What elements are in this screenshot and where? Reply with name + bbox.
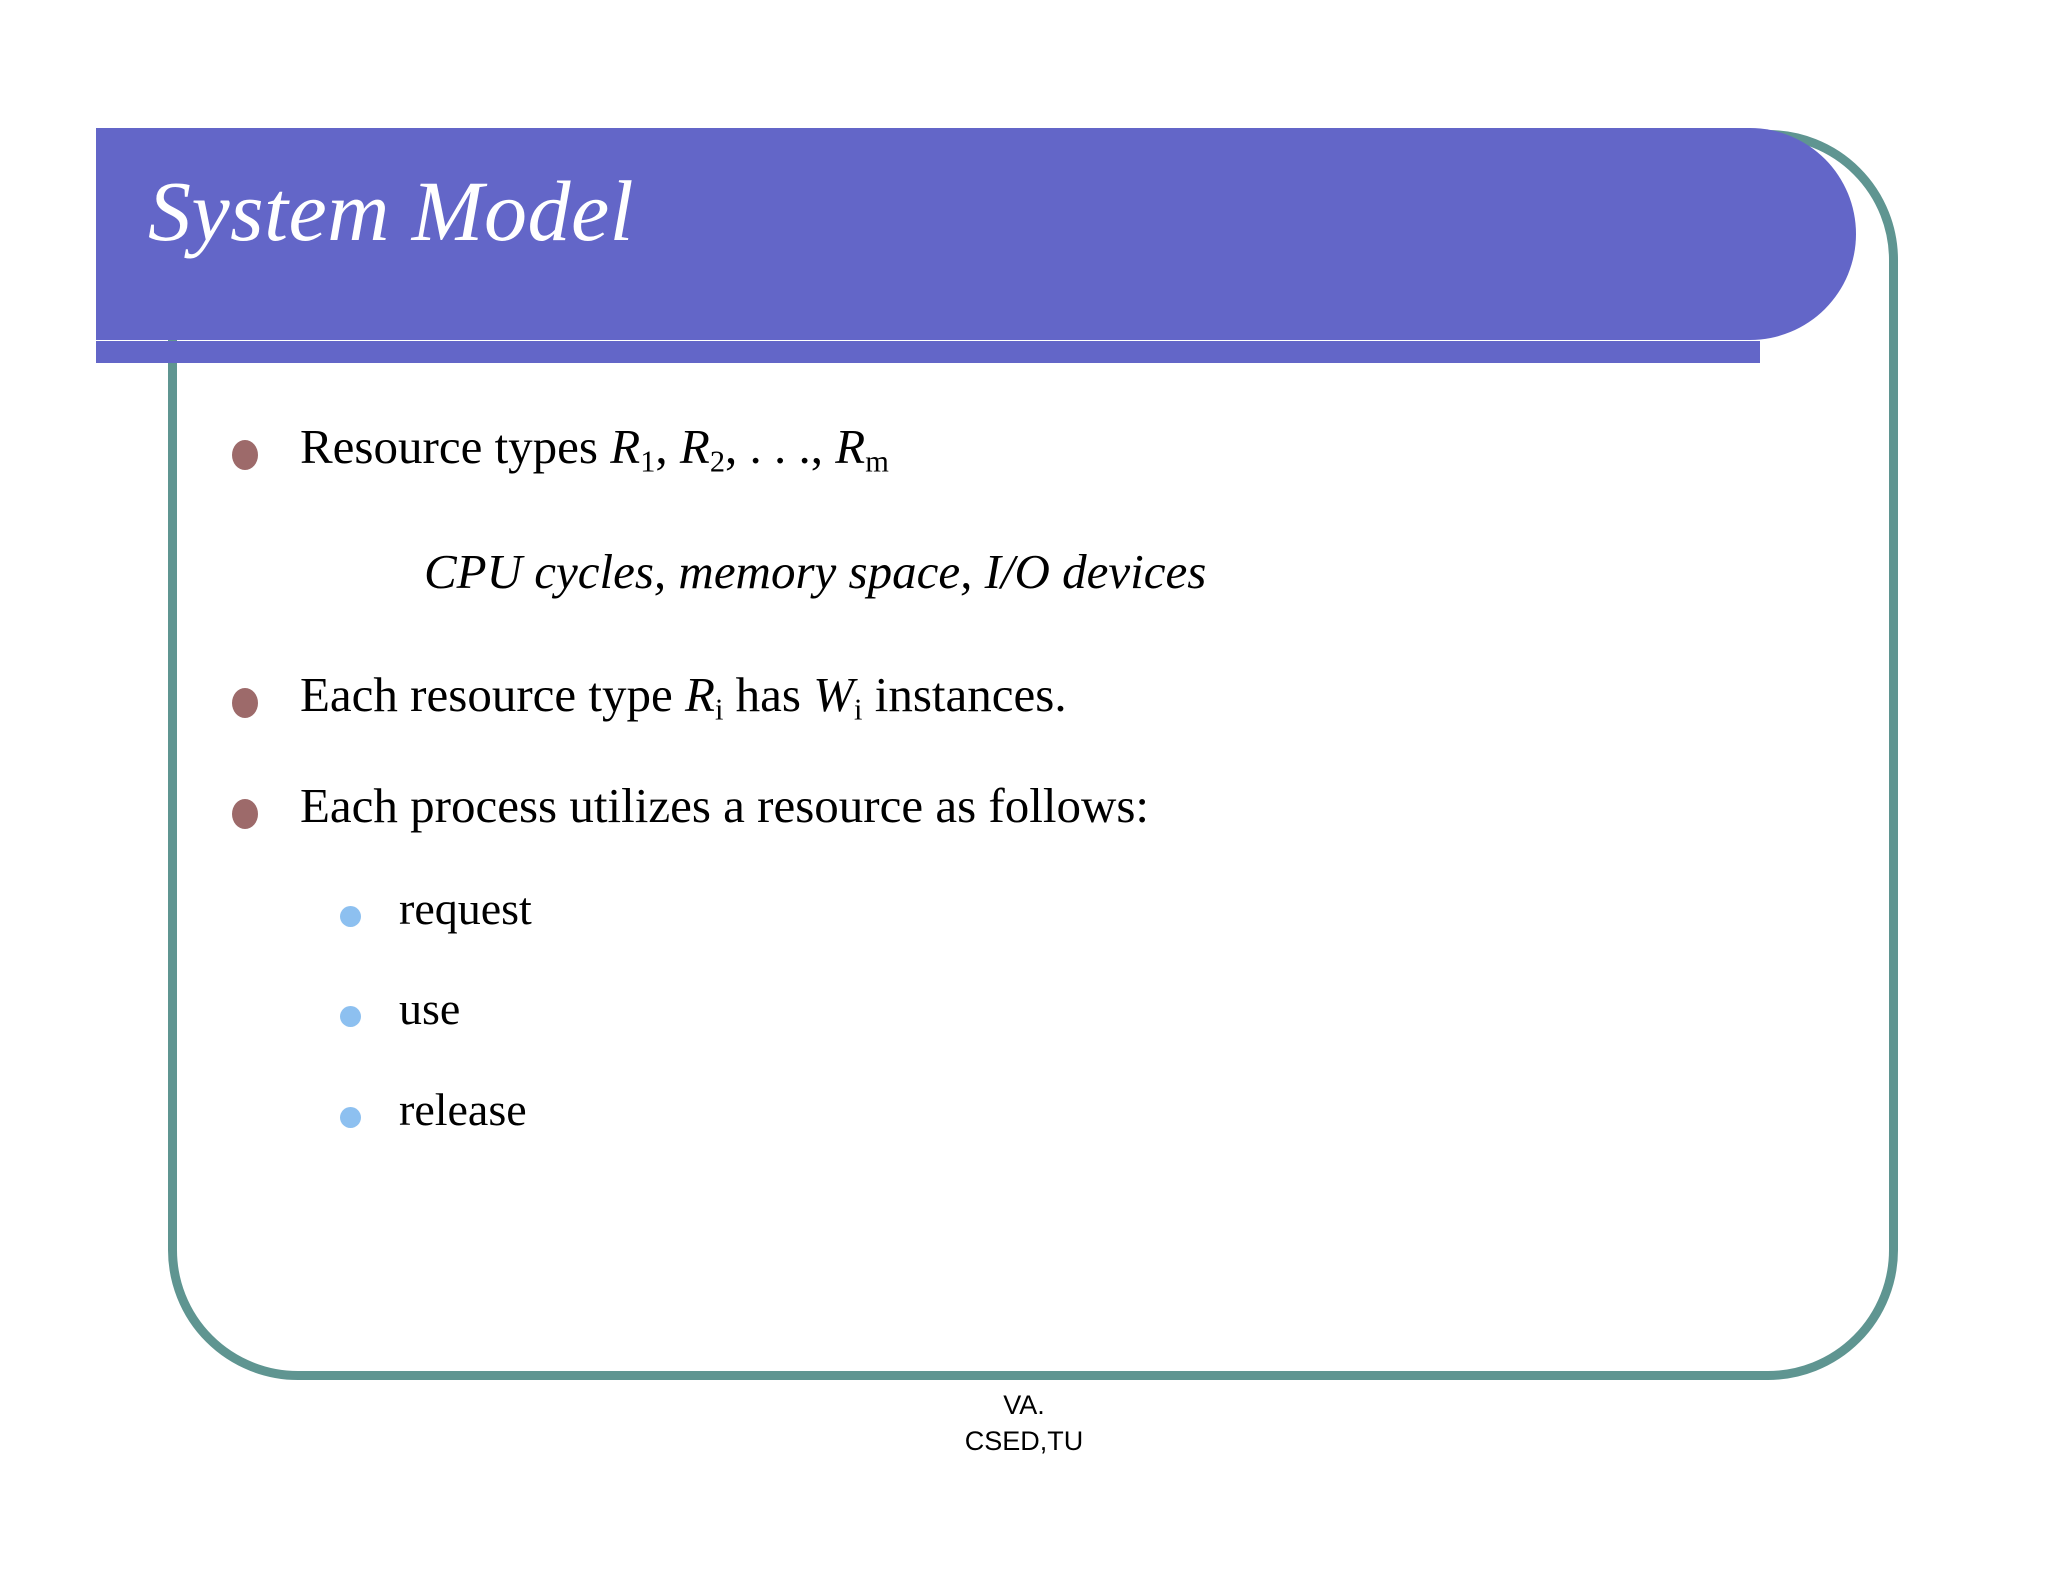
- bullet-item-instances: Each resource type Ri has Wi instances.: [232, 666, 1792, 727]
- fragment-comma-1: ,: [655, 419, 680, 474]
- footer-line-2: CSED,TU: [964, 1425, 1084, 1456]
- sub-bullet-item-release: release: [340, 1083, 1792, 1136]
- title-band: [96, 128, 1856, 340]
- bullet-dot-icon: [232, 687, 258, 718]
- title-underbar: [96, 341, 1760, 363]
- note-resource-examples: CPU cycles, memory space, I/O devices: [424, 543, 1207, 599]
- fragment-each-resource-type: Each resource type: [300, 666, 685, 722]
- subscript-2: 2: [709, 444, 725, 479]
- slide-body: Resource types R1, R2, . . ., Rm CPU cyc…: [232, 419, 1792, 1136]
- sub-bullet-label-release: release: [399, 1083, 527, 1135]
- sub-bullet-dot-icon: [340, 905, 361, 927]
- bullet-item-utilization: Each process utilizes a resource as foll…: [232, 777, 1792, 834]
- footer-line-1: VA.: [1003, 1390, 1045, 1420]
- subscript-i-2: i: [854, 692, 863, 727]
- sub-bullet-label-use: use: [399, 983, 461, 1035]
- symbol-R-m: R: [835, 419, 866, 474]
- spacer: [232, 834, 1792, 884]
- spacer: [232, 475, 1792, 543]
- sub-bullet-dot-icon: [340, 1006, 361, 1028]
- symbol-W-i: W: [813, 666, 855, 722]
- bullet-text-resource-types: Resource types R1, R2, . . ., Rm: [300, 419, 1792, 477]
- slide-title: System Model: [148, 163, 635, 259]
- bullet-dot-icon: [232, 798, 258, 829]
- sub-bullet-item-use: use: [340, 984, 1792, 1035]
- fragment-instances: instances.: [862, 666, 1067, 722]
- subscript-m: m: [865, 444, 889, 479]
- bullet-text-instances: Each resource type Ri has Wi instances.: [300, 666, 1792, 727]
- sub-bullet-label-request: request: [399, 882, 532, 934]
- slide-footer: VA. CSED,TU: [0, 1388, 2048, 1459]
- subscript-1: 1: [640, 444, 656, 479]
- spacer: [232, 723, 1792, 779]
- symbol-R-i: R: [685, 666, 715, 722]
- fragment-has: has: [723, 666, 814, 722]
- spacer: [232, 934, 1792, 984]
- sub-bullet-item-request: request: [340, 882, 1792, 935]
- spacer: [232, 600, 1792, 668]
- bullet-item-resource-types: Resource types R1, R2, . . ., Rm: [232, 419, 1792, 477]
- symbol-R-2: R: [679, 419, 710, 474]
- sub-bullet-dot-icon: [340, 1106, 361, 1128]
- fragment-prefix: Resource types: [300, 419, 611, 474]
- bullet-dot-icon: [232, 440, 258, 470]
- subscript-i-1: i: [714, 692, 724, 727]
- fragment-ellipsis: , . . .,: [725, 419, 836, 474]
- spacer: [232, 1035, 1792, 1085]
- symbol-R-1: R: [610, 419, 641, 474]
- bullet-text-utilization: Each process utilizes a resource as foll…: [300, 777, 1150, 833]
